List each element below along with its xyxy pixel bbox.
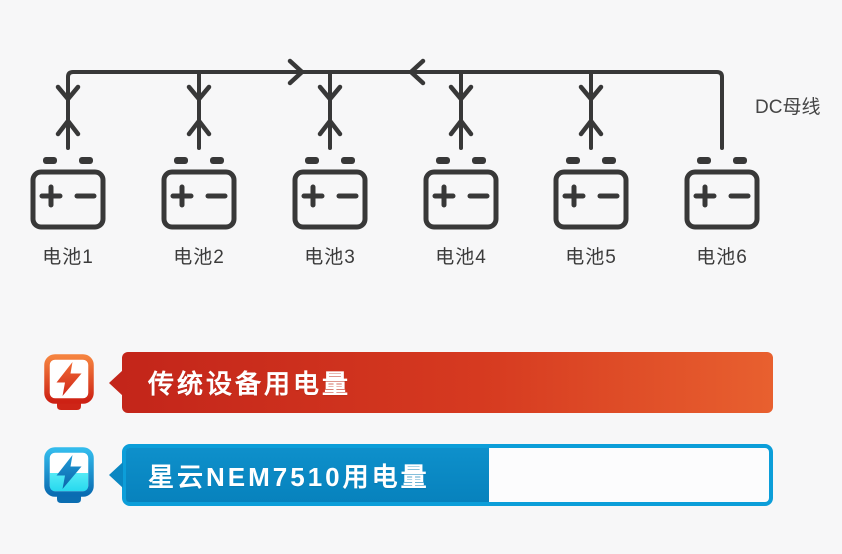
charge-level-fill (49, 473, 89, 492)
battery-icon (292, 157, 368, 230)
lightning-bolt-icon (56, 455, 82, 489)
battery-icon (30, 157, 106, 230)
battery-label-5: 电池5 (565, 247, 617, 268)
nem7510-device-power-icon (44, 447, 94, 503)
bus-arrow-left-icon (408, 58, 426, 86)
nem7510-usage-fill: 星云NEM7510用电量 (126, 448, 490, 502)
dc-bus-line (66, 70, 724, 150)
battery-icon (161, 157, 237, 230)
nem7510-usage-bar: 星云NEM7510用电量 (122, 444, 773, 506)
battery-label-4: 电池4 (435, 247, 487, 268)
traditional-usage-bar: 传统设备用电量 (122, 352, 773, 413)
battery-icon (423, 157, 499, 230)
battery-icon (553, 157, 629, 230)
traditional-usage-label: 传统设备用电量 (148, 369, 352, 399)
dc-bus-diagram (30, 58, 760, 230)
bus-arrow-right-icon (287, 58, 305, 86)
flow-chevrons (55, 84, 604, 137)
battery-label-2: 电池2 (173, 247, 225, 268)
dc-bus-label: DC母线 (755, 97, 821, 118)
nem7510-usage-label: 星云NEM7510用电量 (148, 461, 430, 492)
battery-icons (30, 157, 760, 230)
icon-base (57, 495, 81, 503)
icon-frame (44, 447, 94, 497)
traditional-device-power-icon (44, 354, 94, 410)
battery-icon (684, 157, 760, 230)
lightning-bolt-icon (56, 362, 82, 396)
battery-label-3: 电池3 (304, 247, 356, 268)
battery-label-6: 电池6 (696, 247, 748, 268)
battery-label-1: 电池1 (42, 247, 94, 268)
icon-base (57, 402, 81, 410)
